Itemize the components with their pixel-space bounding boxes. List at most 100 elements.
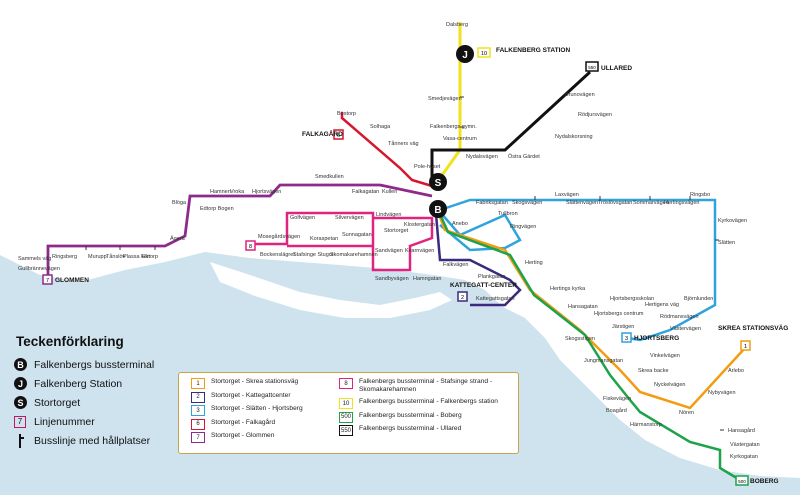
stop-fiskevagen: Fiskevägen — [603, 396, 631, 402]
stop-falkgatan: Falkagatan — [352, 189, 379, 195]
svg-text:7: 7 — [46, 278, 49, 284]
stop-ringsberg: Ringsberg — [52, 254, 77, 260]
badge-3: 3 — [621, 332, 632, 343]
svg-text:S: S — [435, 178, 442, 189]
terminal-glommen: GLOMMEN — [55, 277, 89, 284]
stop-vinkelvagen: Vinkelvägen — [650, 353, 680, 359]
svg-text:3: 3 — [625, 336, 628, 342]
stop-sammels: Sammels väg — [18, 256, 51, 262]
stop-sunnagatan: Sunnagatan — [342, 232, 372, 238]
stop-ektorp: Ektorp — [142, 254, 158, 260]
stop-boberg-s: Böstorp — [337, 111, 356, 117]
line-number-badge: 7 — [191, 432, 205, 443]
stop-arlebo: Arlebo — [728, 368, 744, 374]
stop-ringvagen: Ringvägen — [510, 224, 536, 230]
legend-label: Falkenbergs bussterminal — [34, 358, 155, 371]
stop-pole: Pole-huset — [414, 164, 441, 170]
stop-treslovs: Tröslövsgatan — [598, 200, 632, 206]
stop-hansagard: Hansagård — [728, 427, 755, 434]
stop-bruno: Brunovägen — [565, 92, 595, 98]
stop-kyrkovagen: Kyrkovägen — [718, 218, 747, 224]
hub-stortorget[interactable]: S — [429, 173, 447, 191]
stop-noren: Nören — [679, 410, 694, 416]
coast-detail — [210, 262, 452, 318]
stop-vadersvagen: Västervägen — [670, 326, 701, 332]
stop-sommarvagen: Sommarvägen — [633, 200, 669, 206]
stop-ringsbo: Ringsbo — [690, 192, 710, 198]
line-550-path — [430, 70, 592, 182]
terminal-skrea: SKREA STATIONSVÄG — [718, 324, 788, 332]
svg-text:B: B — [434, 205, 441, 216]
legend-panel: Teckenförklaring B Falkenbergs busstermi… — [14, 334, 204, 450]
stop-tullbron: Tullbron — [498, 211, 518, 217]
stop-stenakroken: Hjortsvägen — [252, 189, 281, 195]
svg-text:J: J — [462, 50, 468, 61]
line-3-path — [433, 198, 717, 342]
stop-hamnen: Hamnen — [210, 189, 231, 195]
badge-1: 1 — [740, 340, 751, 351]
terminal-hjortsberg: HJORTSBERG — [634, 335, 679, 342]
svg-text:2: 2 — [461, 295, 464, 301]
stop-skogsstigen: Skogsstigen — [565, 336, 595, 342]
stop-nydalsvagen: Nydalsvägen — [466, 154, 498, 160]
stop-hjortsberg-c: Hjortsbergs centrum — [594, 311, 644, 317]
line-label: Stortorget - Kattegattcenter — [211, 391, 291, 399]
stop-hansagatan: Hansagatan — [568, 304, 598, 310]
stop-tanners: Tånners väg — [388, 140, 419, 147]
stop-vroka: Vroka — [230, 189, 245, 195]
stortorget-icon: S — [14, 396, 27, 409]
line-list-item: 500 Falkenbergs bussterminal - Boberg — [339, 411, 511, 426]
legend-label: Falkenberg Station — [34, 377, 123, 390]
stop-ticks — [85, 96, 724, 431]
bus-line-stop-icon — [14, 433, 27, 448]
stop-jungmansgatan: Jungmansgatan — [584, 358, 623, 364]
stop-koraspetan: Koraspetan — [310, 236, 338, 242]
hub-bussterminal[interactable]: B — [429, 200, 447, 218]
stop-kyrkogatan: Kyrkogatan — [730, 454, 758, 460]
legend-item-station: J Falkenberg Station — [14, 374, 204, 393]
svg-text:550: 550 — [588, 65, 596, 70]
line-number-badge: 550 — [339, 425, 354, 436]
stop-vastergatan: Västergatan — [730, 442, 760, 448]
stop-nydalskorsning: Nydalskorsning — [555, 134, 593, 140]
stop-rodmansvagen: Rödmansvägen — [660, 314, 699, 320]
terminal-boberg: BOBERG — [750, 478, 779, 485]
stop-bloga: Blöga — [172, 200, 187, 206]
stop-klostergatan: Klostergatan — [404, 222, 435, 228]
line-2-path — [434, 213, 522, 307]
badge-10: 10 — [477, 47, 491, 58]
stop-hertigens: Hertigens väg — [645, 302, 679, 308]
legend-item-terminal: B Falkenbergs bussterminal — [14, 355, 204, 374]
line-6-path — [340, 112, 433, 188]
terminal-falkenberg-station: FALKENBERG STATION — [496, 47, 570, 54]
stop-sandbyvagen: Sandbyvägen — [375, 276, 409, 282]
stop-bockens: Bockenslägret — [260, 252, 295, 258]
stop-nybyvagen: Nybyvägen — [708, 390, 736, 396]
hub-falkenberg-station[interactable]: J — [456, 45, 474, 63]
line-number-badge: 10 — [339, 398, 353, 409]
legend-item-busline: Busslinje med hållplatser — [14, 431, 204, 450]
stop-hamnengatan: Hamngatan — [413, 276, 441, 282]
badge-2: 2 — [457, 291, 468, 302]
line-500-path — [438, 213, 741, 482]
terminal-falkagard: FALKAGÅRD — [302, 129, 343, 138]
terminal-icon: B — [14, 358, 27, 371]
stop-skomakare: Skomakarehamnen — [330, 252, 378, 258]
stop-hertingskyrka: Hertings kyrka — [550, 286, 586, 292]
line-label: Falkenbergs bussterminal - Boberg — [359, 411, 462, 419]
stop-agera: Ägera — [170, 235, 186, 242]
station-icon: J — [14, 377, 27, 390]
legend-heading: Teckenförklaring — [16, 334, 124, 349]
line-number-badge: 3 — [191, 405, 205, 416]
line-label: Falkenbergs bussterminal - Falkenbergs s… — [359, 398, 498, 405]
line-number-badge: 500 — [339, 411, 354, 423]
stop-falkvagen: Falkvägen — [443, 262, 468, 268]
stop-falkenbergs-gymn: Falkenbergs gymn. — [430, 124, 477, 130]
line-list-item: 10 Falkenbergs bussterminal - Falkenbergs… — [339, 398, 511, 412]
